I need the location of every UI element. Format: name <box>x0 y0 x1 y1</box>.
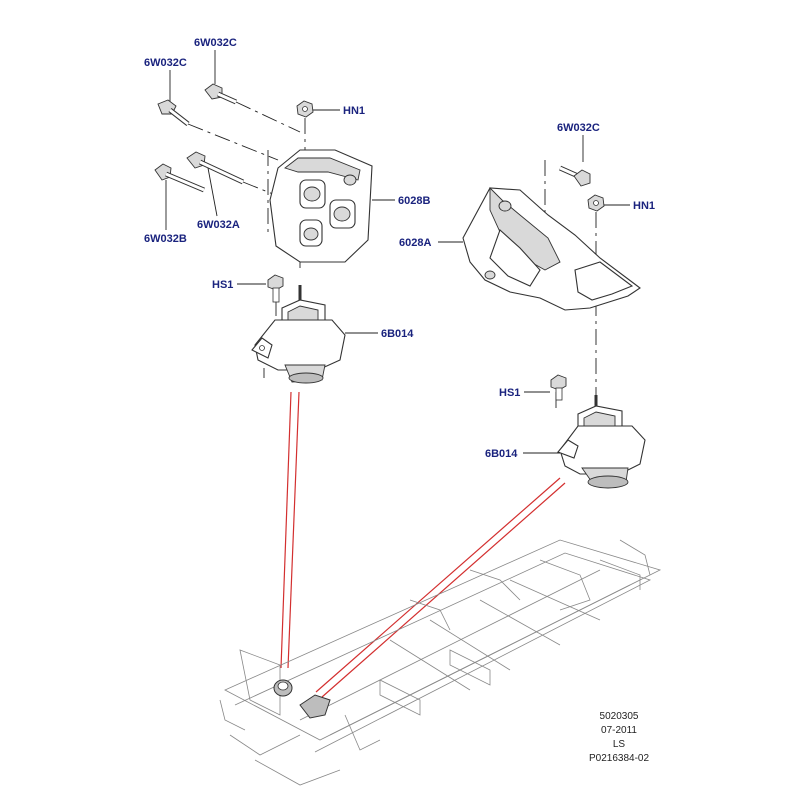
callout-6b014-left: 6B014 <box>381 328 414 340</box>
callout-hs1-left: HS1 <box>212 279 233 291</box>
bracket-6028a <box>438 186 641 311</box>
engine-mount-6b014-left <box>251 285 378 384</box>
frame-mount-left <box>273 679 293 697</box>
callout-hn1-right: HN1 <box>633 200 655 212</box>
stud-hs1-right <box>524 374 567 401</box>
stud-hs1-left <box>237 274 284 303</box>
callout-6w032b: 6W032B <box>144 233 187 245</box>
group-code: 5020305 <box>599 711 639 722</box>
bolt-6w032c-top-left <box>157 70 190 126</box>
callout-6w032c-top-left: 6W032C <box>144 57 187 69</box>
nut-hn1-left <box>296 100 340 118</box>
chassis-frame <box>219 539 662 786</box>
callout-6028a: 6028A <box>399 237 431 249</box>
callout-6028b: 6028B <box>398 195 430 207</box>
callout-6w032c-top-mid: 6W032C <box>194 37 237 49</box>
frame-mount-right <box>299 694 331 719</box>
illustration-id: P0216384-02 <box>588 753 650 764</box>
callout-hs1-right: HS1 <box>499 387 520 399</box>
bolt-6w032a <box>186 151 245 217</box>
region-code: LS <box>612 739 626 750</box>
callout-6w032c-right: 6W032C <box>557 122 600 134</box>
locator-lines <box>280 391 566 698</box>
bolt-6w032b <box>154 163 205 230</box>
callout-6w032a: 6W032A <box>197 219 240 231</box>
callout-6b014-right: 6B014 <box>485 448 518 460</box>
callout-hn1-left: HN1 <box>343 105 365 117</box>
bolt-6w032c-top-mid <box>204 50 238 105</box>
nut-hn1-right <box>587 194 630 212</box>
illustration-date: 07-2011 <box>601 725 637 736</box>
bolt-6w032c-right <box>558 135 591 187</box>
bracket-6028b <box>269 149 395 263</box>
engine-mount-6b014-right <box>523 395 646 489</box>
